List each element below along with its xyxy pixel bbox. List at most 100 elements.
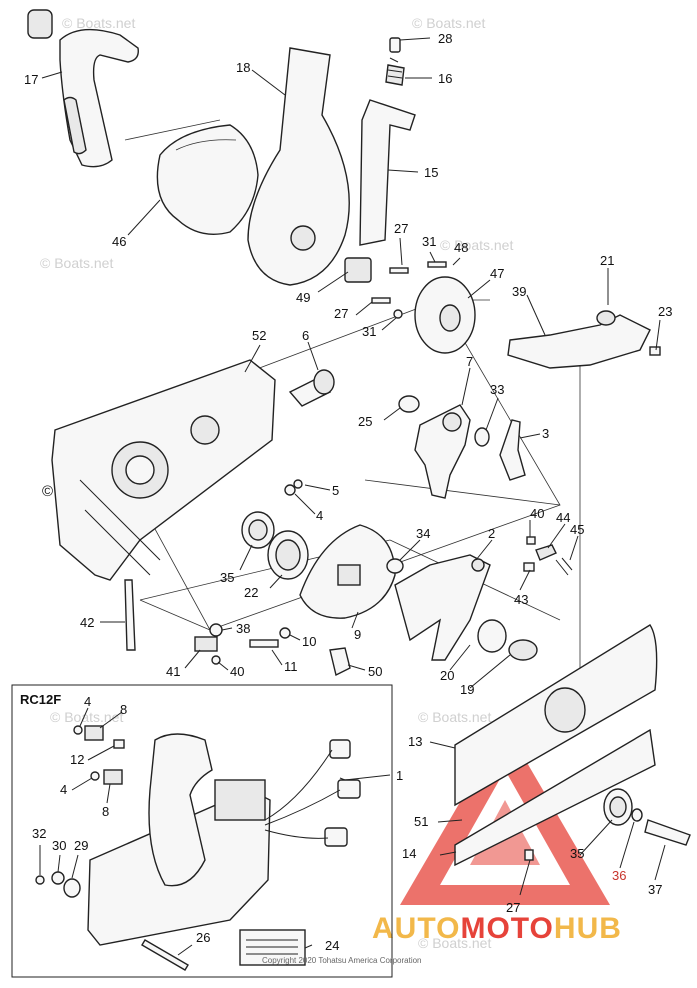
part-harness-box: [214, 779, 266, 821]
copyright-text: Copyright 2020 Tohatsu America Corporati…: [262, 956, 422, 965]
part-ring: [241, 511, 275, 549]
callout-40: 40: [230, 664, 244, 679]
callout-13: 13: [408, 734, 422, 749]
callout-4: 4: [60, 782, 67, 797]
brand-part1: AUTO: [372, 912, 460, 945]
svg-text:AUTOMOTOHUB: AUTOMOTOHUB: [372, 912, 622, 945]
callout-27: 27: [394, 221, 408, 236]
callout-36: 36: [612, 868, 626, 883]
watermark: © Boats.net: [440, 237, 513, 253]
callout-25: 25: [358, 414, 372, 429]
callout-15: 15: [424, 165, 438, 180]
callout-16: 16: [438, 71, 452, 86]
part-long-bolt: [141, 939, 189, 971]
part-shift-lever: [394, 554, 491, 661]
part-shaft: [288, 369, 335, 407]
callout-14: 14: [402, 846, 416, 861]
callout-26: 26: [196, 930, 210, 945]
fasteners-middle: [284, 479, 573, 576]
brand-part3: HUB: [554, 912, 622, 945]
part-washer: [474, 427, 490, 447]
leader-lines: [39, 37, 666, 956]
part-lower-hardware: [524, 788, 691, 861]
part-detent: [499, 419, 526, 481]
callout-46: 46: [112, 234, 126, 249]
callout-31: 31: [362, 324, 376, 339]
watermark: © Boats.net: [50, 709, 123, 725]
part-plate: [414, 404, 471, 499]
callout-34: 34: [416, 526, 430, 541]
callout-52: 52: [252, 328, 266, 343]
callout-32: 32: [32, 826, 46, 841]
callout-23: 23: [658, 304, 672, 319]
callout-28: 28: [438, 31, 452, 46]
callout-20: 20: [440, 668, 454, 683]
callout-3: 3: [542, 426, 549, 441]
callout-38: 38: [236, 621, 250, 636]
callout-45: 45: [570, 522, 584, 537]
part-roller: [386, 558, 404, 574]
part-side-plate: [454, 624, 658, 867]
callout-51: 51: [414, 814, 428, 829]
callout-5: 5: [332, 483, 339, 498]
callout-6: 6: [302, 328, 309, 343]
callout-27: 27: [334, 306, 348, 321]
triangle-logo-icon: [400, 725, 610, 905]
fasteners-upper: [371, 261, 447, 319]
brand-logo: AUTOMOTOHUB: [372, 725, 622, 945]
callout-33: 33: [490, 382, 504, 397]
part-cover: [156, 124, 259, 235]
part-spring: [385, 37, 405, 86]
callout-4: 4: [84, 694, 91, 709]
part-shift-cam: [299, 524, 396, 619]
callout-24: 24: [325, 938, 339, 953]
watermark: © Boats.net: [40, 255, 113, 271]
callout-1: 1: [396, 768, 403, 783]
fasteners-lower: [194, 623, 351, 677]
callout-17: 17: [24, 72, 38, 87]
callout-11: 11: [284, 659, 298, 674]
part-handle-grip: [27, 9, 139, 168]
brand-part2: MOTO: [460, 912, 553, 945]
part-bracket: [507, 310, 661, 369]
part-housing: [51, 359, 276, 581]
callout-8: 8: [102, 804, 109, 819]
callout-27: 27: [506, 900, 520, 915]
part-rod: [124, 579, 136, 651]
part-cam-disc: [414, 276, 476, 354]
part-lever-arm: [247, 47, 350, 286]
callout-2: 2: [488, 526, 495, 541]
callout-12: 12: [70, 752, 84, 767]
callout-43: 43: [514, 592, 528, 607]
callout-labels: 17 18 28 16 15 46 27 31 48 47 49 27 31 2…: [24, 31, 672, 953]
callout-40: 40: [530, 506, 544, 521]
callout-4: 4: [316, 508, 323, 523]
callout-50: 50: [368, 664, 382, 679]
watermark: © Boats.net: [418, 935, 491, 951]
callout-39: 39: [512, 284, 526, 299]
callout-41: 41: [166, 664, 180, 679]
callout-8: 8: [120, 702, 127, 717]
callout-48: 48: [454, 240, 468, 255]
callout-7: 7: [466, 354, 473, 369]
callout-21: 21: [600, 253, 614, 268]
callout-31: 31: [422, 234, 436, 249]
callout-35: 35: [220, 570, 234, 585]
watermark: © Boats.net: [412, 15, 485, 31]
callout-37: 37: [648, 882, 662, 897]
part-shift-link: [359, 99, 416, 246]
part-block: [344, 257, 372, 283]
callout-47: 47: [490, 266, 504, 281]
callout-30: 30: [52, 838, 66, 853]
part-bushing: [398, 395, 420, 413]
callout-9: 9: [354, 627, 361, 642]
callout-22: 22: [244, 585, 258, 600]
callout-49: 49: [296, 290, 310, 305]
part-remote-handle: [148, 733, 213, 887]
callout-35: 35: [570, 846, 584, 861]
part-collar: [477, 619, 538, 661]
callout-44: 44: [556, 510, 570, 525]
kit-box: RC12F: [11, 684, 393, 978]
callout-19: 19: [460, 682, 474, 697]
